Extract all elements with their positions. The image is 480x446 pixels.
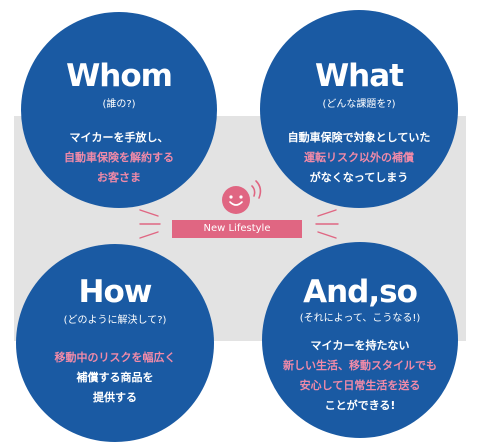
andso-circle: And,so (それによって、こうなる!) マイカーを持たない 新しい生活、移動… xyxy=(262,242,458,438)
how-circle: How (どのように解決して?) 移動中のリスクを幅広く 補償する商品を 提供す… xyxy=(16,244,214,442)
what-title: What xyxy=(314,58,404,94)
what-body: 自動車保険で対象としていた 運転リスク以外の補償 がなくなってしまう xyxy=(260,128,458,188)
how-body: 移動中のリスクを幅広く 補償する商品を 提供する xyxy=(16,348,214,408)
what-line-3: がなくなってしまう xyxy=(309,171,409,184)
what-line-1: 自動車保険で対象としていた xyxy=(287,131,431,144)
whom-title: Whom xyxy=(66,58,173,94)
how-line-2: 補償する商品を xyxy=(76,371,154,384)
new-lifestyle-label: New Lifestyle xyxy=(172,220,302,238)
andso-line-3: 安心して日常生活を送る xyxy=(299,379,421,392)
whom-line-1: マイカーを手放し、 xyxy=(69,131,169,144)
whom-line-2: 自動車保険を解約する xyxy=(64,151,174,164)
andso-title: And,so xyxy=(303,274,418,310)
andso-line-1: マイカーを持たない xyxy=(310,339,410,352)
whom-subtitle: (誰の?) xyxy=(102,99,136,110)
whom-body: マイカーを手放し、 自動車保険を解約する お客さま xyxy=(21,128,217,188)
andso-line-2: 新しい生活、移動スタイルでも xyxy=(283,359,437,372)
smiling-face-icon xyxy=(222,180,262,214)
andso-subtitle: (それによって、こうなる!) xyxy=(299,313,421,324)
whom-line-3: お客さま xyxy=(97,171,141,184)
how-line-3: 提供する xyxy=(93,391,137,404)
how-subtitle: (どのように解決して?) xyxy=(63,315,167,326)
what-subtitle: (どんな課題を?) xyxy=(322,99,396,110)
what-line-2: 運転リスク以外の補償 xyxy=(304,151,414,164)
whom-circle: Whom (誰の?) マイカーを手放し、 自動車保険を解約する お客さま xyxy=(21,12,217,208)
how-title: How xyxy=(78,274,153,310)
andso-line-4: ことができる! xyxy=(324,399,396,412)
what-circle: What (どんな課題を?) 自動車保険で対象としていた 運転リスク以外の補償 … xyxy=(260,10,458,208)
how-line-1: 移動中のリスクを幅広く xyxy=(54,351,176,364)
andso-body: マイカーを持たない 新しい生活、移動スタイルでも 安心して日常生活を送る ことが… xyxy=(262,336,458,416)
